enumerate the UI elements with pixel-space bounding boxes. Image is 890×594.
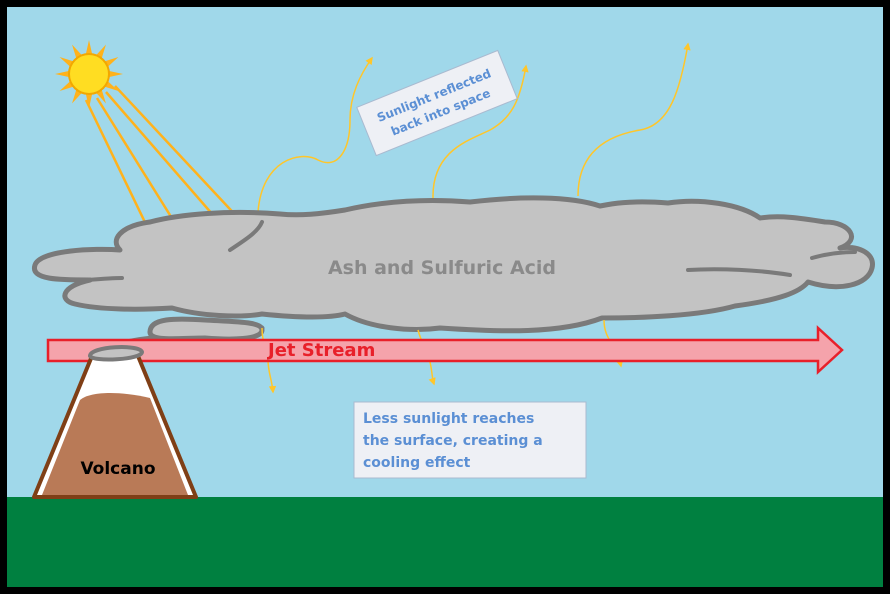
cloud-label: Ash and Sulfuric Acid (328, 257, 556, 279)
volcano-crater-smoke (87, 345, 145, 362)
volcano-label: Volcano (80, 459, 155, 479)
sun-ray (85, 93, 93, 108)
sun-ray (55, 70, 70, 78)
surface-line-3: cooling effect (363, 455, 471, 471)
reflected-label-box: Sunlight reflected back into space (356, 49, 518, 157)
sun-rays (55, 40, 123, 108)
jet-stream-arrow (46, 325, 844, 375)
reflected-ray (432, 64, 529, 199)
sun-ray (96, 89, 106, 104)
surface-line-1: Less sunlight reaches (363, 411, 534, 427)
sun-ray (59, 57, 74, 67)
ground (7, 497, 883, 587)
cloud-detail-lines (86, 220, 857, 282)
sunbeam (114, 85, 243, 223)
volcano: Volcano (32, 345, 198, 499)
sun-ray (108, 70, 123, 78)
sun-ray (59, 81, 74, 91)
sun-ray (72, 44, 82, 59)
sun-ray (104, 81, 119, 91)
sun-ray (85, 40, 93, 55)
smoke-puff (147, 316, 265, 342)
reflected-box (356, 49, 518, 157)
jet-stream-label: Jet Stream (266, 340, 375, 361)
surface-box (353, 401, 587, 479)
volcano-cone-inner (42, 393, 188, 495)
sun-ray (104, 57, 119, 67)
sun-ray (96, 44, 106, 59)
surface-label-box: Less sunlight reaches the surface, creat… (353, 401, 587, 479)
sun-icon (55, 40, 123, 108)
sun-disc (68, 53, 110, 95)
reflected-ray (257, 56, 373, 213)
sun-ray (72, 89, 82, 104)
reflected-rays (257, 42, 691, 213)
surface-line-2: the surface, creating a (363, 433, 543, 449)
ash-cloud (32, 195, 875, 334)
reflected-ray (577, 42, 691, 197)
